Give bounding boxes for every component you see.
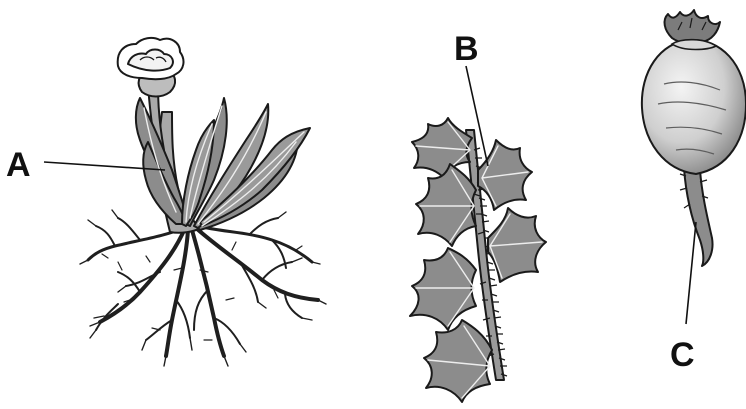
- plant-a-flower: [118, 38, 184, 97]
- fibrous-roots: [80, 210, 326, 366]
- plant-c: [642, 10, 746, 266]
- turnip-leaves: [665, 10, 720, 43]
- label-b: B: [454, 30, 479, 68]
- plant-b: [410, 118, 546, 402]
- turnip-bulb: [642, 40, 746, 174]
- label-a: A: [6, 146, 31, 184]
- label-c: C: [670, 336, 695, 374]
- plant-a: [80, 38, 326, 366]
- tap-root: [684, 168, 713, 266]
- leader-line-c: [686, 222, 696, 324]
